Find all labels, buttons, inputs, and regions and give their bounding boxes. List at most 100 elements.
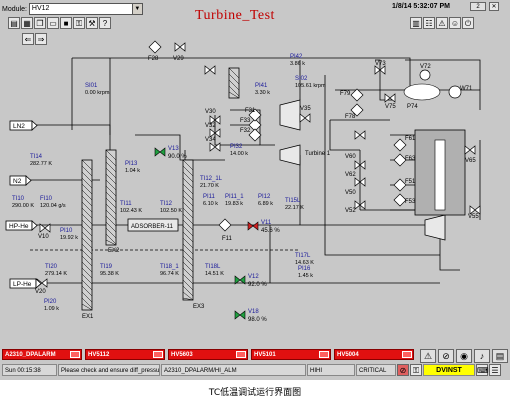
module-value: HV12: [31, 5, 50, 12]
help-icon[interactable]: ?: [99, 17, 111, 29]
alarm-slot[interactable]: HV5004: [334, 349, 414, 360]
speaker-icon[interactable]: ♪: [474, 349, 490, 363]
tag-name: SI01: [85, 83, 98, 89]
hatch-line: [105, 179, 117, 191]
valve-v32: [209, 128, 221, 138]
tag-value: 3.30 k: [255, 90, 270, 96]
hatch-line: [228, 85, 240, 97]
keyboard-icon[interactable]: ⌨: [476, 364, 489, 376]
back-arrow-icon[interactable]: ⇐: [22, 33, 34, 45]
valve-v50: [354, 177, 366, 187]
user-icon[interactable]: ☺: [449, 17, 461, 29]
status-priority: CRITICAL: [356, 364, 396, 376]
exit-icon[interactable]: ⏻: [462, 17, 474, 29]
trend-icon[interactable]: ▥: [410, 17, 422, 29]
pipe-line: [72, 57, 411, 88]
user-name[interactable]: DVINST: [423, 364, 475, 376]
equipment-label: EX3: [193, 304, 205, 310]
control-valve-v13: [154, 147, 166, 157]
report-icon[interactable]: ▦: [21, 17, 33, 29]
alarm-slot[interactable]: HV5101: [251, 349, 331, 360]
hatch-line: [81, 207, 93, 219]
turbine-upper: [279, 99, 301, 131]
acknowledge-icon[interactable]: ⚠: [420, 349, 436, 363]
equipment-label: V50: [345, 190, 356, 196]
hatch-line: [228, 79, 240, 91]
forward-arrow-icon[interactable]: ⇒: [35, 33, 47, 45]
equipment-label: F32: [240, 128, 251, 134]
save-icon[interactable]: ■: [60, 17, 72, 29]
tools-icon[interactable]: ⚒: [86, 17, 98, 29]
status-source: A2310_DPALARM/HI_ALM: [161, 364, 306, 376]
tag-value: 14.63 K: [295, 260, 314, 266]
tag-name: TI17L: [295, 253, 311, 259]
hatch-line: [81, 201, 93, 213]
folder-icon[interactable]: ▭: [47, 17, 59, 29]
hatch-line: [182, 219, 194, 231]
control-valve-name: V18: [248, 309, 259, 315]
hatch-line: [182, 237, 194, 249]
alarm-slot[interactable]: HV5112: [85, 349, 165, 360]
alarm-slot[interactable]: A2310_DPALARM: [2, 349, 82, 360]
module-select[interactable]: HV12 ▼: [28, 3, 143, 15]
close-icon[interactable]: ✕: [489, 2, 499, 11]
status-bar: Sun 00:15:38 Please check and ensure dif…: [2, 364, 508, 377]
tag-name: TI15L: [285, 198, 301, 204]
equipment-label: Turbine 1: [305, 151, 331, 157]
hatch-line: [182, 243, 194, 255]
tag-value: 19.92 k: [60, 235, 78, 241]
clock-readout: 1/8/14 5:32:07 PM: [392, 3, 450, 10]
alarm-slot[interactable]: HV5603: [168, 349, 248, 360]
tag-name: TI18L: [205, 264, 221, 270]
hatch-line: [81, 249, 93, 261]
print-icon[interactable]: ▤: [8, 17, 20, 29]
silence-icon[interactable]: ⊘: [438, 349, 454, 363]
hatch-line: [81, 261, 93, 273]
equipment-label: V35: [300, 106, 311, 112]
hatch-line: [182, 261, 194, 273]
hatch-line: [81, 297, 93, 309]
pump-w71: [448, 85, 462, 99]
equipment-label: V32: [205, 123, 216, 129]
pipe-line: [439, 225, 460, 271]
tag-name: PI32: [230, 144, 243, 150]
tag-value: 282.77 K: [30, 161, 52, 167]
equipment-label: V10: [38, 234, 49, 240]
control-valve-name: V11: [261, 220, 272, 226]
hatch-line: [81, 159, 93, 171]
lock-icon[interactable]: ⚿: [73, 17, 85, 29]
chevron-down-icon[interactable]: ▼: [131, 4, 142, 14]
network-icon[interactable]: ☷: [423, 17, 435, 29]
hatch-line: [105, 185, 117, 197]
hatch-line: [182, 279, 194, 291]
filter-f33: [248, 118, 262, 132]
hatch-line: [182, 171, 194, 183]
menu-icon[interactable]: ☰: [489, 364, 501, 376]
filter-f28: [148, 40, 162, 54]
tag-value: 1.45 k: [298, 273, 313, 279]
status-level: HIHI: [307, 364, 355, 376]
inlet-arrow: [31, 120, 38, 131]
status-time: Sun 00:15:38: [2, 364, 57, 376]
copy-icon[interactable]: ❐: [34, 17, 46, 29]
hatch-line: [182, 285, 194, 297]
tag-name: PI42: [290, 54, 303, 60]
tag-name: PI12: [258, 194, 271, 200]
tag-name: SI02: [295, 76, 308, 82]
tag-name: TI12_1L: [200, 176, 223, 182]
alarm-reset-icon[interactable]: ⊘: [397, 364, 409, 376]
tag-name: FI10: [40, 196, 53, 202]
alarm-bell-icon[interactable]: ⚠: [436, 17, 448, 29]
exchanger-ex2: [105, 149, 117, 246]
tag-name: PI16: [298, 266, 311, 272]
hatch-line: [81, 165, 93, 177]
alarm-list-icon[interactable]: ▤: [492, 349, 508, 363]
valve-v35: [299, 113, 311, 123]
clock-button[interactable]: 2: [470, 2, 486, 11]
equipment-label: F53: [405, 199, 416, 205]
pipe-line: [405, 59, 481, 90]
horn-icon[interactable]: ◉: [456, 349, 472, 363]
user-lock-icon[interactable]: ⚿: [410, 364, 422, 376]
module-label: Module:: [2, 5, 27, 13]
hatch-line: [182, 225, 194, 237]
